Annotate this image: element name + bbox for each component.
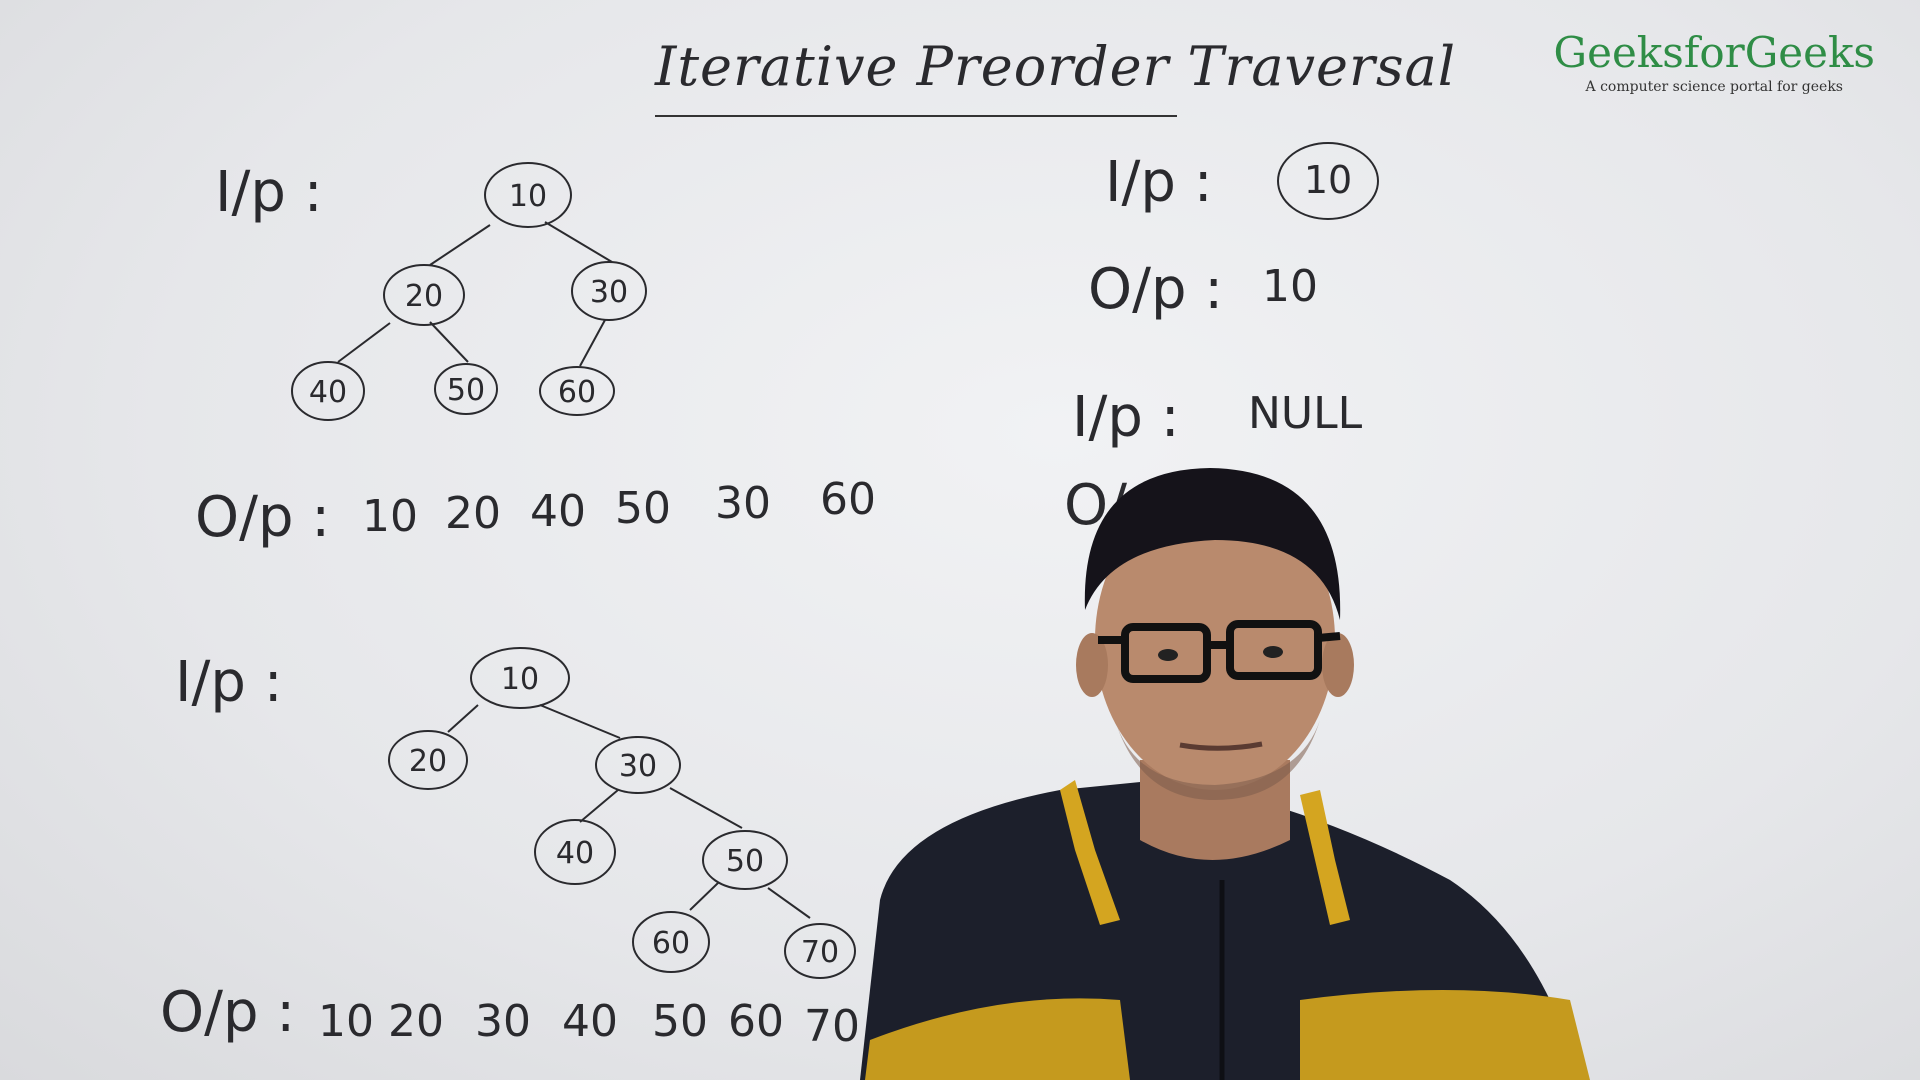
ex4-ip-label: I/p : — [1072, 385, 1180, 450]
tree1-node: 50 — [447, 373, 485, 408]
tree2-node: 50 — [726, 844, 764, 879]
tree2-node: 30 — [619, 749, 657, 784]
tree1-node: 60 — [558, 375, 596, 410]
logo: GeeksforGeeks A computer science portal … — [1554, 28, 1875, 95]
ex3-ip-label: I/p : — [1105, 150, 1213, 215]
tree2-node: 10 — [501, 662, 539, 697]
ex2-out-1: 10 — [318, 996, 374, 1047]
tree1-node: 20 — [405, 279, 443, 314]
ex3-node-ellipse — [1277, 142, 1379, 220]
ex1-out-2: 20 — [445, 488, 501, 539]
ex1-out-1: 10 — [362, 491, 418, 542]
ex1-out-5: 30 — [715, 478, 771, 529]
logo-name: GeeksforGeeks — [1553, 28, 1875, 77]
tree2-node: 70 — [801, 935, 839, 970]
presenter-face — [1095, 490, 1335, 790]
ex2-out-3: 30 — [475, 996, 531, 1047]
ex3-output: 10 — [1262, 261, 1318, 312]
tree2-node: 40 — [556, 836, 594, 871]
ex2-out-7: 70 — [804, 1001, 860, 1052]
tree2-node: 60 — [652, 926, 690, 961]
ex2-out-5: 50 — [652, 996, 708, 1047]
tree-2: 10 20 30 40 50 60 70 — [388, 647, 856, 979]
tree1-node: 40 — [309, 375, 347, 410]
ex1-out-6: 60 — [820, 474, 876, 525]
glasses-icon — [1098, 620, 1341, 683]
tree1-node: 30 — [590, 275, 628, 310]
tree1-node: 10 — [509, 179, 547, 214]
presenter-hair — [1084, 468, 1341, 620]
board-title: Iterative Preorder Traversal — [655, 35, 1457, 98]
ex2-out-4: 40 — [562, 996, 618, 1047]
tree2-node: 20 — [409, 744, 447, 779]
ex2-out-2: 20 — [388, 996, 444, 1047]
logo-tagline: A computer science portal for geeks — [1585, 79, 1843, 95]
ex2-ip-label: I/p : — [175, 650, 283, 715]
ex1-out-3: 40 — [530, 486, 586, 537]
title-underline — [655, 115, 1177, 117]
tree-1: 10 20 30 40 50 60 — [291, 162, 647, 421]
ex1-ip-label: I/p : — [215, 160, 323, 225]
ex1-out-4: 50 — [615, 483, 671, 534]
ex3-node-text: 10 — [1304, 158, 1352, 202]
ex1-op-label: O/p : — [195, 485, 331, 550]
jacket-yellow-band — [865, 998, 1130, 1080]
ex2-out-6: 60 — [728, 996, 784, 1047]
jacket-yellow-band — [1300, 990, 1590, 1080]
ex4-input-null: NULL — [1248, 388, 1363, 439]
ex2-op-label: O/p : — [160, 980, 296, 1045]
ex3-op-label: O/p : — [1088, 257, 1224, 322]
